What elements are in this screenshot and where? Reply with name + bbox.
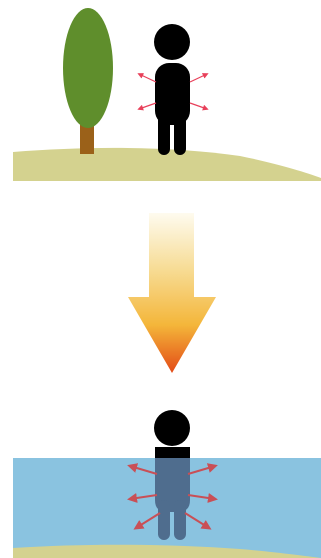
- force-arrow: [190, 103, 207, 109]
- arrow-down-icon: [128, 213, 216, 373]
- person-left-leg: [158, 112, 170, 155]
- force-arrow: [190, 74, 207, 82]
- force-arrow: [139, 103, 156, 109]
- person-right-leg: [174, 112, 186, 155]
- tree-icon: [63, 8, 113, 154]
- person-head: [154, 410, 190, 446]
- person-torso-above-water: [155, 447, 190, 458]
- tree-foliage: [63, 8, 113, 128]
- scene-water: [13, 410, 321, 558]
- force-arrow: [139, 74, 156, 82]
- person-head: [154, 24, 190, 60]
- person-right-leg: [174, 500, 186, 540]
- person-icon: [154, 24, 190, 155]
- person-left-leg: [158, 500, 170, 540]
- scene-land: [13, 8, 321, 181]
